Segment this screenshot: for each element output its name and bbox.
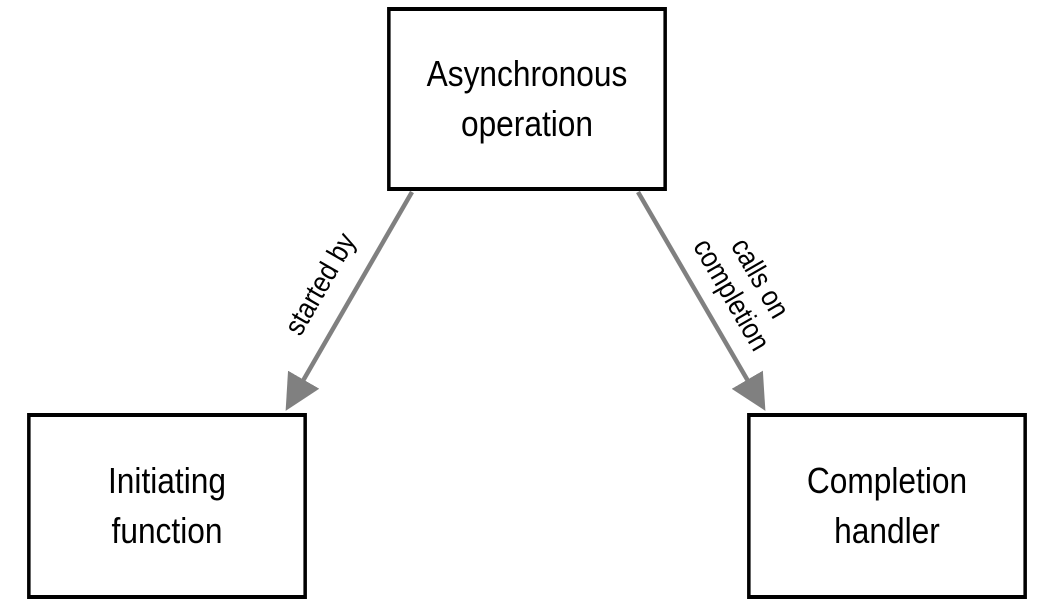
node-label-line: Asynchronous — [426, 53, 628, 94]
completion-handler-box: Completion handler — [747, 413, 1027, 599]
node-label-line: function — [111, 510, 223, 551]
node-label-line: operation — [460, 103, 594, 144]
asynchronous-operation-box: Asynchronous operation — [387, 7, 667, 191]
node-label-line: Completion — [806, 460, 968, 501]
node-label-line: Initiating — [107, 460, 227, 501]
arrow-started-by — [285, 190, 414, 411]
node-label-line: handler — [834, 510, 940, 551]
initiating-function-box: Initiating function — [27, 413, 307, 599]
arrow-calls-on-completion — [636, 190, 766, 411]
